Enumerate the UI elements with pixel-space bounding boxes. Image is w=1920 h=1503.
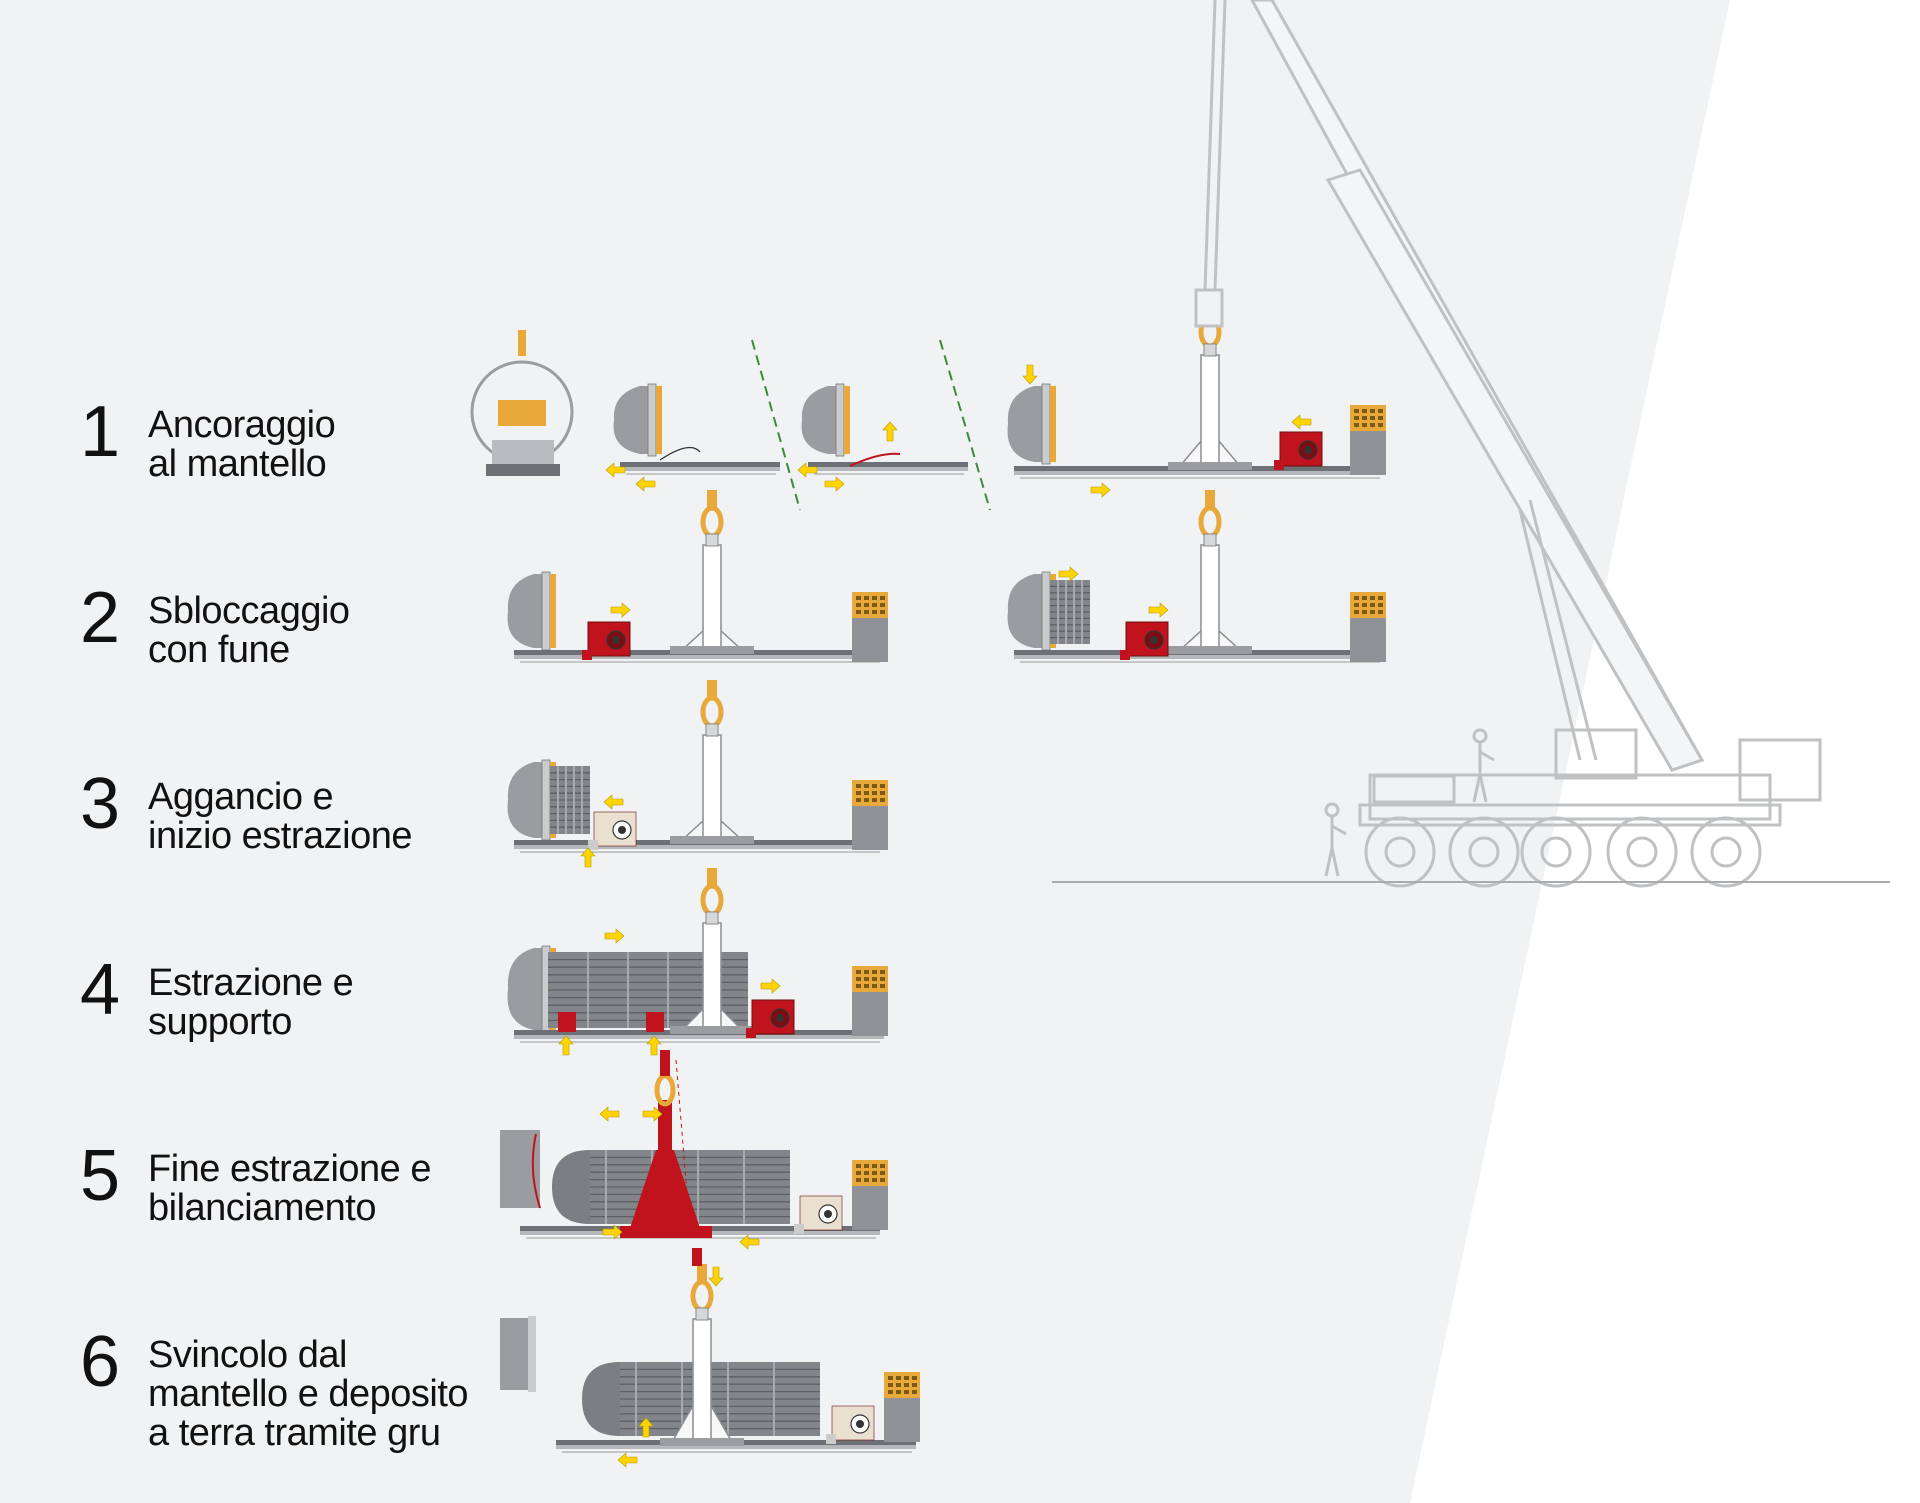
step-label: Fine estrazione e bilanciamento: [148, 1148, 432, 1229]
extractor-cart-icon: [746, 999, 795, 1038]
lifting-column-icon: [620, 1050, 712, 1238]
support-stand-icon: [852, 592, 888, 662]
arrow-icon: [642, 1106, 663, 1122]
arrow-icon: [1148, 602, 1169, 618]
arrow-icon: [708, 1266, 724, 1287]
lifting-column-icon: [660, 1264, 744, 1446]
arrow-icon: [638, 1417, 654, 1438]
arrow-icon: [599, 1106, 620, 1122]
lifting-hook-icon: [700, 490, 724, 547]
support-stand-icon: [852, 780, 888, 850]
step-number: 3: [80, 764, 120, 844]
lifting-column-icon: [670, 680, 754, 844]
arrow-icon: [739, 1234, 760, 1250]
step-number: 5: [80, 1136, 120, 1216]
lifting-hook-icon: [700, 868, 724, 925]
arrow-icon: [604, 928, 625, 944]
arrow-icon: [605, 462, 626, 478]
shell-flange-icon: [500, 1316, 536, 1392]
shell-flange-icon: [613, 383, 662, 457]
step-label: Svincolo dal mantello e deposito a terra…: [148, 1334, 469, 1454]
extractor-cart-icon: [794, 1195, 843, 1234]
front-view-icon: [470, 330, 574, 476]
step-label: Estrazione e supporto: [148, 962, 354, 1043]
arrow-icon: [635, 476, 656, 492]
lifting-column-icon: [1168, 490, 1252, 654]
lifting-column-icon: [670, 868, 754, 1034]
lifting-hook-icon: [1198, 490, 1222, 547]
lifting-hook-icon: [700, 680, 724, 737]
step-4-illustration: [507, 868, 888, 1056]
support-stand-icon: [884, 1372, 920, 1442]
tube-bundle-icon: [552, 1150, 790, 1224]
shell-flange-icon: [801, 383, 850, 457]
extractor-base-icon: [620, 462, 780, 475]
arrow-icon: [1090, 482, 1111, 498]
extractor-cart-icon: [588, 811, 637, 850]
operator-icon: [1324, 802, 1347, 877]
operator-icon: [1472, 728, 1495, 803]
shell-flange-icon: [1007, 571, 1056, 651]
arrow-icon: [1058, 566, 1079, 582]
extractor-cart-icon: [1120, 621, 1169, 660]
arrow-icon: [760, 978, 781, 994]
support-stand-icon: [1350, 592, 1386, 662]
step-1-illustration: [470, 300, 1386, 511]
arrow-icon: [610, 602, 631, 618]
arrow-icon: [603, 794, 624, 810]
extractor-cart-icon: [826, 1405, 875, 1444]
step-3-illustration: [507, 680, 888, 868]
arrow-icon: [824, 476, 845, 492]
shell-flange-icon: [507, 759, 556, 841]
step-label: Sbloccaggio con fune: [148, 590, 350, 671]
support-stand-icon: [852, 1160, 888, 1230]
step-5-illustration: [500, 1050, 888, 1250]
lifting-hook-icon: [690, 1264, 714, 1321]
extractor-base-icon: [808, 462, 968, 475]
tube-bundle-icon: [1050, 580, 1090, 644]
arrow-icon: [580, 847, 596, 868]
arrow-icon: [646, 1035, 662, 1056]
arrow-icon: [1022, 364, 1038, 385]
step-number: 2: [80, 578, 120, 658]
arrow-icon: [1291, 414, 1312, 430]
arrow-icon: [617, 1452, 638, 1468]
shell-flange-icon: [1007, 383, 1056, 465]
step-number: 4: [80, 950, 120, 1030]
tube-bundle-icon: [550, 766, 590, 834]
arrow-icon: [558, 1035, 574, 1056]
arrow-icon: [882, 421, 898, 442]
step-label: Ancoraggio al mantello: [148, 404, 336, 485]
support-stand-icon: [1350, 405, 1386, 475]
step-number: 1: [80, 392, 120, 472]
step-number: 6: [80, 1322, 120, 1402]
step-6-illustration: [500, 1248, 920, 1468]
arrow-icon: [797, 462, 818, 478]
step-label: Aggancio e inizio estrazione: [148, 776, 412, 857]
crane-truck-icon: [1052, 0, 1890, 888]
step-2-illustration: [507, 490, 1386, 663]
extractor-cart-icon: [582, 621, 631, 660]
arrow-icon: [602, 1224, 623, 1240]
shell-flange-icon: [500, 1130, 541, 1209]
lifting-column-icon: [670, 490, 754, 654]
shell-flange-icon: [507, 571, 556, 651]
extractor-cart-icon: [1274, 431, 1323, 470]
support-stand-icon: [852, 966, 888, 1036]
